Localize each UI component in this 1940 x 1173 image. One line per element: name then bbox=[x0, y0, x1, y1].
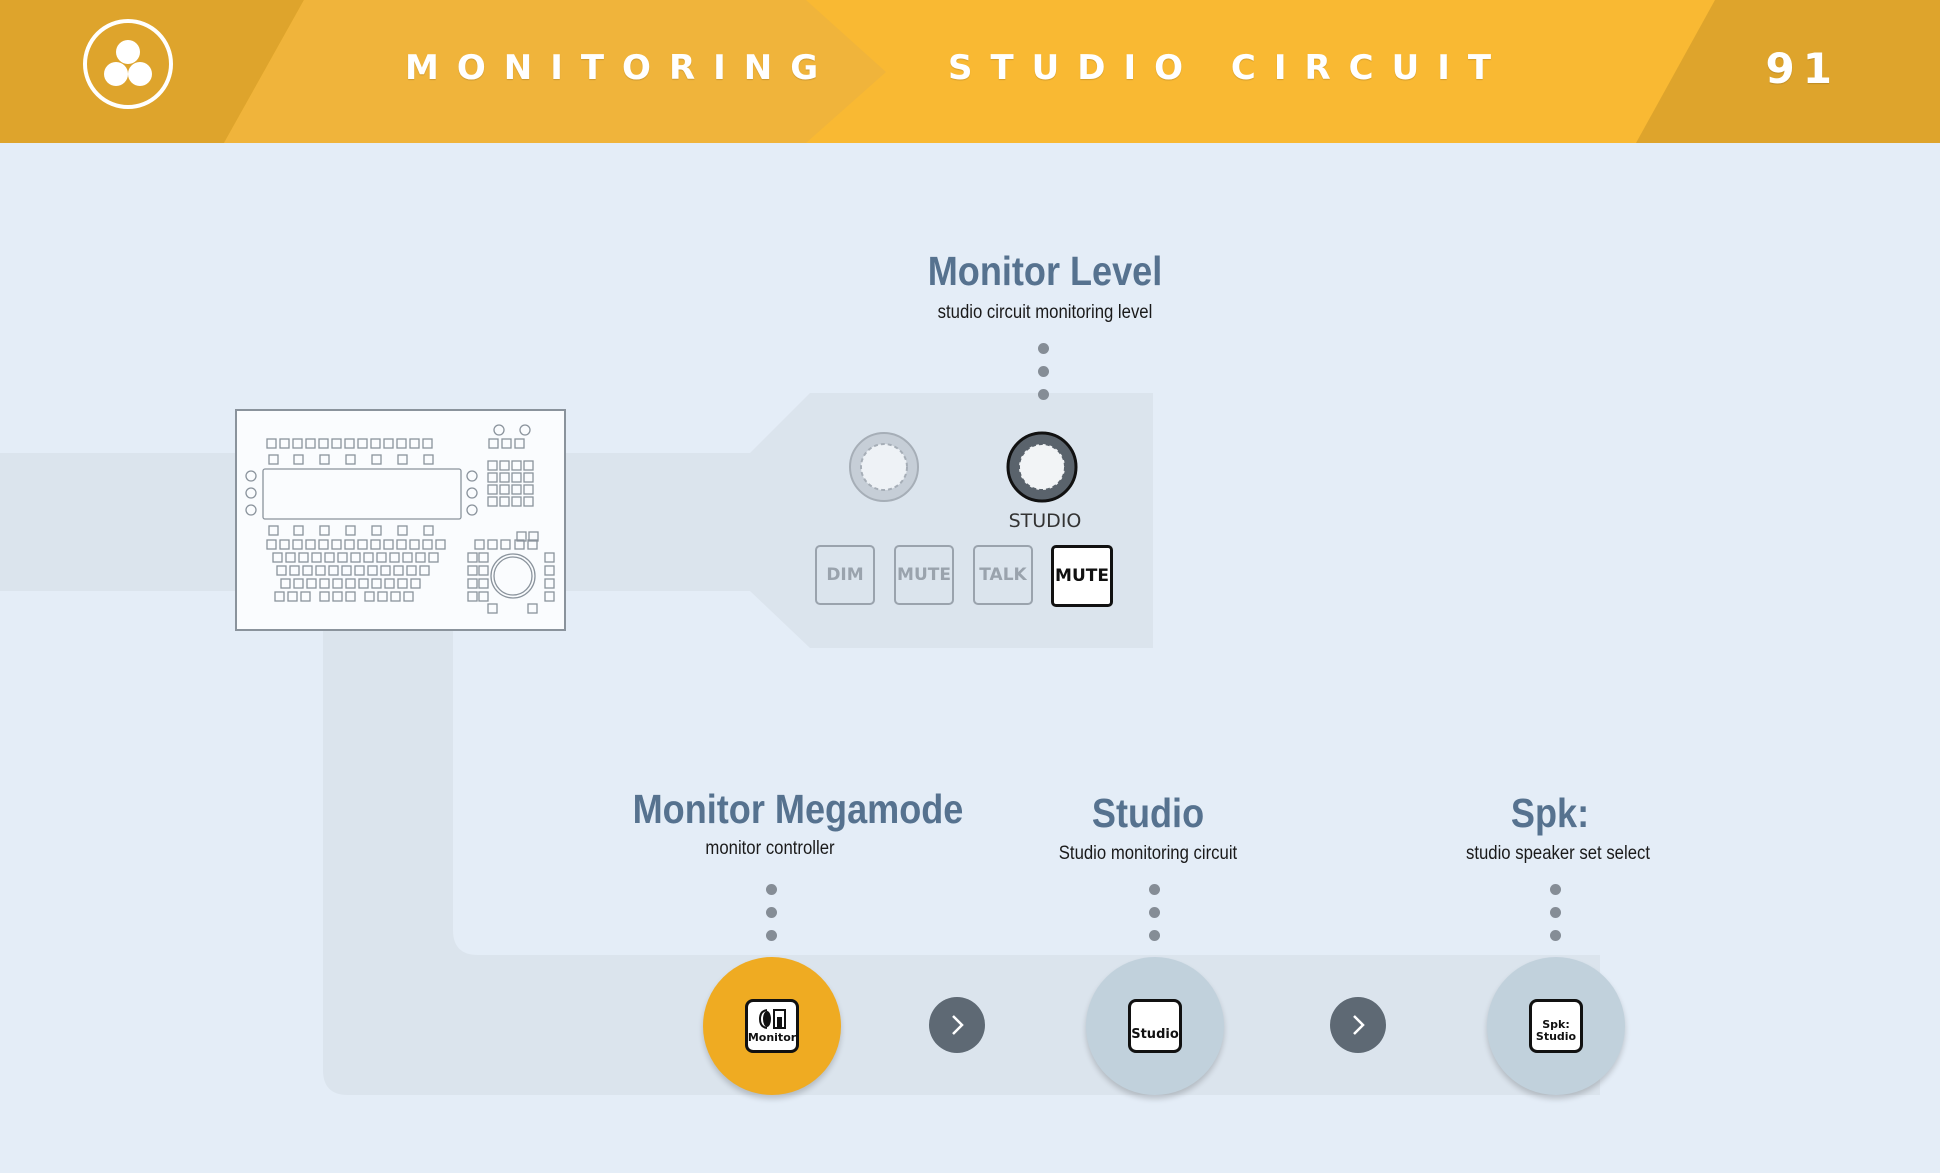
studio-key[interactable]: Studio bbox=[1128, 999, 1182, 1053]
dim-button[interactable]: DIM bbox=[815, 545, 875, 605]
header-background bbox=[0, 0, 1940, 143]
spk-key-label-line2: Studio bbox=[1535, 1030, 1577, 1043]
connector-dot bbox=[766, 907, 777, 918]
monitor-level-subtitle: studio circuit monitoring level bbox=[937, 302, 1153, 323]
step-monitor-megamode-title: Monitor Megamode bbox=[632, 786, 964, 832]
step-monitor-megamode-subtitle: monitor controller bbox=[705, 838, 835, 859]
spk-key-label-line1: Spk: bbox=[1542, 1018, 1570, 1031]
monitor-megamode-step[interactable]: Monitor bbox=[703, 957, 841, 1095]
spk-studio-step[interactable]: Spk: Studio bbox=[1487, 957, 1625, 1095]
logo-icon bbox=[83, 19, 173, 109]
chevron-right-icon bbox=[1330, 997, 1386, 1053]
section-title: MONITORING bbox=[405, 48, 837, 88]
monitor-key-label: Monitor bbox=[747, 1031, 797, 1044]
topic-title: STUDIO CIRCUIT bbox=[948, 48, 1510, 88]
connector-dot bbox=[1550, 930, 1561, 941]
talk-button[interactable]: TALK bbox=[973, 545, 1033, 605]
connector-dot bbox=[1550, 907, 1561, 918]
step-studio-title: Studio bbox=[1091, 790, 1205, 836]
studio-key-label: Studio bbox=[1131, 1027, 1179, 1042]
mute-button-inactive[interactable]: MUTE bbox=[894, 545, 954, 605]
mute-button-active[interactable]: MUTE bbox=[1051, 545, 1113, 607]
monitor-key[interactable]: Monitor bbox=[745, 999, 799, 1053]
header-bar: MONITORING STUDIO CIRCUIT 91 bbox=[0, 0, 1940, 143]
chevron-right-icon bbox=[929, 997, 985, 1053]
step-spk-subtitle: studio speaker set select bbox=[1465, 843, 1651, 864]
connector-dot bbox=[1038, 366, 1049, 377]
connector-dot bbox=[1149, 930, 1160, 941]
studio-knob-label: STUDIO bbox=[1008, 510, 1082, 532]
speaker-meter-icon bbox=[759, 1009, 786, 1029]
studio-level-knob[interactable] bbox=[1006, 431, 1078, 503]
inactive-knob[interactable] bbox=[848, 431, 920, 503]
step-studio-subtitle: Studio monitoring circuit bbox=[1058, 843, 1238, 864]
connector-dot bbox=[1149, 907, 1160, 918]
connector-dot bbox=[1149, 884, 1160, 895]
connector-dot bbox=[1038, 389, 1049, 400]
step-spk-title: Spk: bbox=[1510, 790, 1590, 836]
connector-dot bbox=[766, 884, 777, 895]
spk-studio-key[interactable]: Spk: Studio bbox=[1529, 999, 1583, 1053]
connector-dot bbox=[1038, 343, 1049, 354]
page-number: 91 bbox=[1765, 44, 1840, 93]
monitor-level-title: Monitor Level bbox=[927, 248, 1163, 294]
connector-dot bbox=[1550, 884, 1561, 895]
connector-dot bbox=[766, 930, 777, 941]
console-device-icon bbox=[235, 409, 566, 631]
studio-step[interactable]: Studio bbox=[1086, 957, 1224, 1095]
